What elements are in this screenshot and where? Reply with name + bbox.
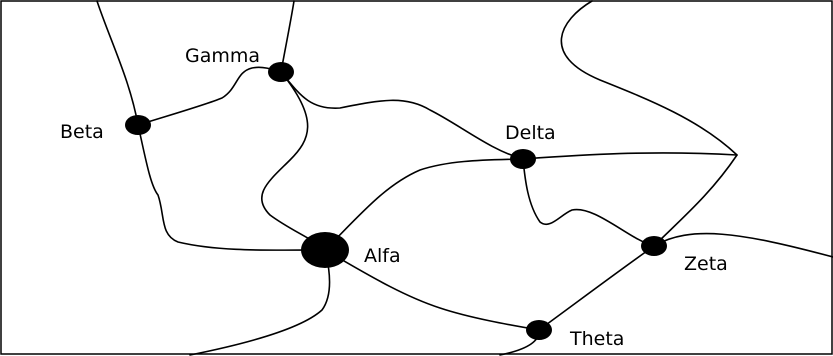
edge-beta-top — [96, 0, 139, 126]
node-theta — [526, 320, 552, 340]
edge-beta-gamma — [137, 66, 282, 126]
edge-alfa-delta — [324, 158, 524, 251]
edge-delta-zeta — [522, 158, 655, 247]
edge-zeta-right — [653, 232, 833, 258]
edge-alfa-bottom — [189, 249, 331, 356]
label-gamma: Gamma — [185, 45, 260, 67]
edge-gamma-alfa — [260, 71, 326, 251]
label-zeta: Zeta — [684, 253, 728, 275]
edge-delta-right — [522, 152, 738, 160]
edge-gamma-top — [280, 0, 295, 73]
node-zeta — [641, 236, 667, 256]
label-theta: Theta — [569, 328, 624, 350]
node-delta — [510, 149, 536, 169]
label-alfa: Alfa — [364, 245, 401, 267]
edge-alfa-theta — [324, 249, 540, 331]
edge-zeta-top-right — [560, 0, 738, 247]
node-gamma — [268, 62, 294, 82]
label-beta: Beta — [60, 121, 104, 143]
edge-zeta-theta — [538, 245, 655, 331]
node-alfa — [301, 232, 349, 268]
node-beta — [125, 115, 151, 135]
edge-beta-alfa — [137, 124, 326, 251]
label-delta: Delta — [505, 122, 556, 144]
edge-gamma-delta — [280, 71, 524, 160]
